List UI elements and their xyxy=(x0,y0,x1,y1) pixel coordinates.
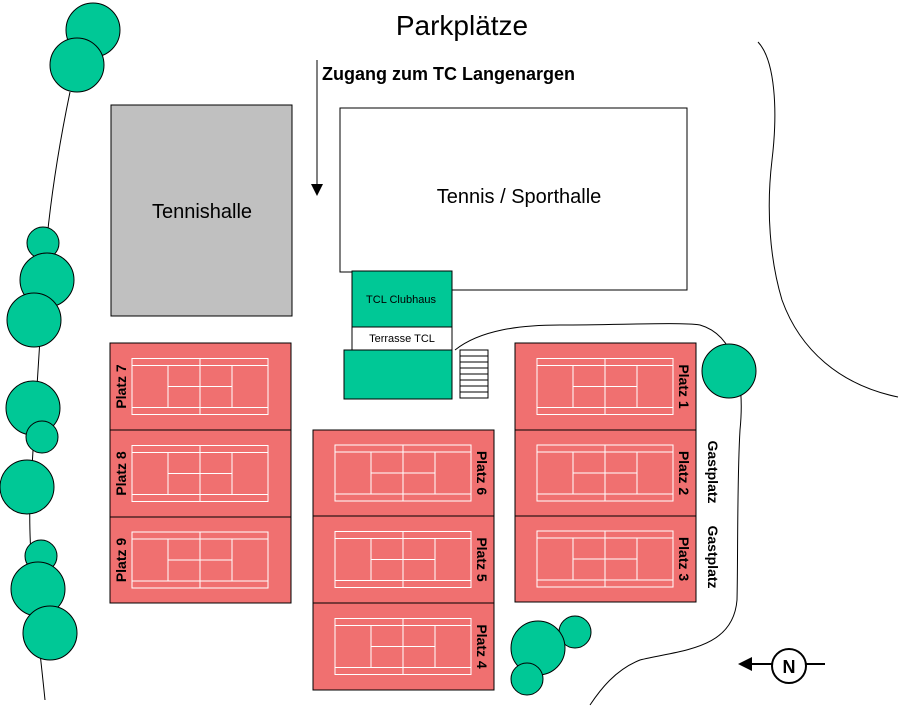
terrasse-label: Terrasse TCL xyxy=(369,333,435,345)
court-lines xyxy=(536,444,674,502)
north-arrow-icon xyxy=(738,657,752,671)
tennis-court-platz8: Platz 8 xyxy=(109,429,292,518)
court-label: Platz 7 xyxy=(113,364,129,409)
tennis-court-platz3: Platz 3 xyxy=(514,515,697,603)
trees-right xyxy=(510,343,757,696)
court-label: Platz 3 xyxy=(676,537,692,582)
court-lines xyxy=(334,531,472,588)
court-lines xyxy=(131,531,269,589)
tennishalle-building xyxy=(110,104,293,317)
tennis-court-platz1: Platz 1 xyxy=(514,342,697,431)
court-label: Platz 9 xyxy=(113,538,129,583)
compass-letter: N xyxy=(783,657,796,677)
map-title: Parkplätze xyxy=(396,10,528,41)
stairs-icon xyxy=(459,349,489,399)
tennis-court-platz5: Platz 5 xyxy=(312,515,495,604)
tennishalle-label: Tennishalle xyxy=(152,201,252,223)
court-lines xyxy=(334,444,472,502)
trees-left xyxy=(0,2,121,661)
sporthalle-label: Tennis / Sporthalle xyxy=(437,186,602,208)
tennis-court-platz4: Platz 4 xyxy=(312,602,495,691)
right-path xyxy=(454,323,742,706)
tree-icon xyxy=(22,605,78,661)
court-lines xyxy=(131,445,269,502)
court-label: Platz 2 xyxy=(676,451,692,496)
compass-circle-icon xyxy=(771,648,807,684)
tree-icon xyxy=(510,662,544,696)
compass: N xyxy=(738,648,825,684)
tree-icon xyxy=(49,37,105,93)
clubhaus-label: TCL Clubhaus xyxy=(366,294,436,306)
clubhaus-annex xyxy=(343,349,453,400)
court-label: Platz 1 xyxy=(676,364,692,409)
tennis-court-platz7: Platz 7 xyxy=(109,342,292,431)
tree-icon xyxy=(6,292,62,348)
courts: Platz 7 Platz 8 Platz 9 Platz 6 Platz 5 Platz… xyxy=(109,342,697,691)
tennis-court-platz9: Platz 9 xyxy=(109,516,292,604)
gastplatz-label-2: Gastplatz xyxy=(705,525,721,588)
access-label: Zugang zum TC Langenargen xyxy=(322,64,575,84)
tree-icon xyxy=(701,343,757,399)
gastplatz-label-1: Gastplatz xyxy=(705,440,721,503)
tennis-court-platz6: Platz 6 xyxy=(312,429,495,517)
court-lines xyxy=(131,358,269,415)
court-label: Platz 8 xyxy=(113,451,129,496)
clubhaus-building xyxy=(351,270,453,328)
tree-icon xyxy=(0,459,55,515)
tree-icon xyxy=(25,420,59,454)
court-label: Platz 4 xyxy=(474,624,490,669)
court-lines xyxy=(334,618,472,675)
tennis-court-platz2: Platz 2 xyxy=(514,429,697,517)
right-boundary xyxy=(757,41,899,398)
court-lines xyxy=(536,358,674,415)
court-lines xyxy=(536,530,674,588)
access-arrow-icon xyxy=(311,184,323,196)
court-label: Platz 5 xyxy=(474,537,490,582)
court-label: Platz 6 xyxy=(474,451,490,496)
